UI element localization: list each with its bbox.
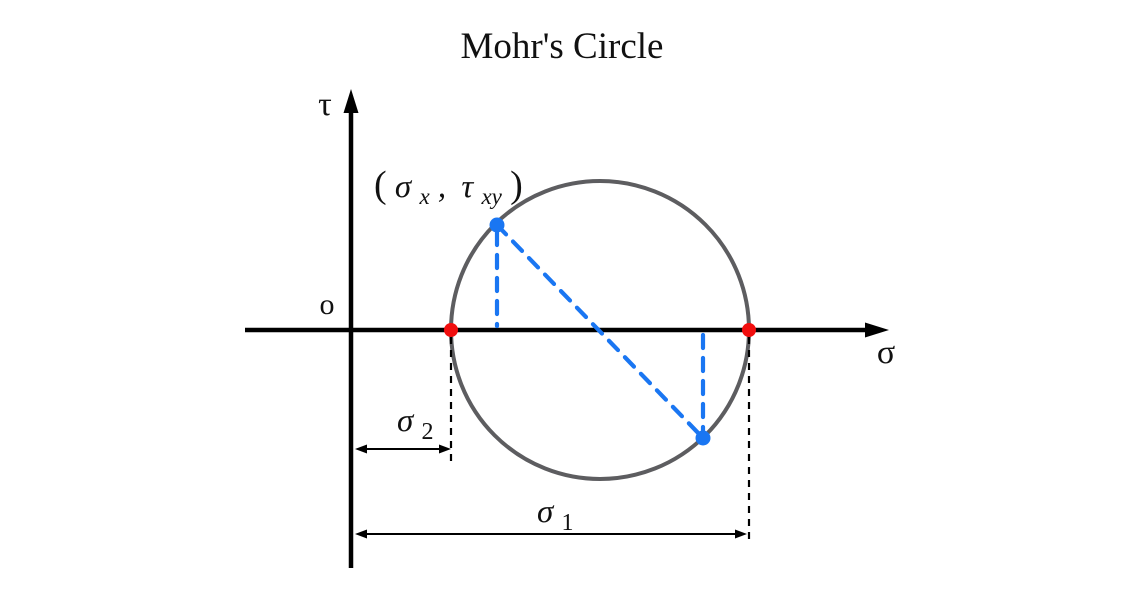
sigma-y-tau-xy-point xyxy=(695,430,711,446)
figure-title: Mohr's Circle xyxy=(461,26,664,67)
sigma2-label-base: σ xyxy=(397,403,415,439)
sigma1-label: σ 1 xyxy=(537,494,574,536)
point-label-tau-sub: xy xyxy=(480,184,502,209)
sigma1-arrowhead-left-icon xyxy=(355,529,367,539)
point-label-separator: , xyxy=(438,169,446,205)
sigma1-point xyxy=(742,323,756,337)
tau-axis-arrowhead-icon xyxy=(343,89,359,113)
point-label-sigma: σ xyxy=(395,169,413,205)
point-label-tau: τ xyxy=(461,169,474,205)
sigma2-arrowhead-left-icon xyxy=(355,444,367,454)
tau-axis-label: τ xyxy=(318,86,332,123)
point-label-close-paren: ) xyxy=(510,164,523,206)
sigma-axis-label: σ xyxy=(877,334,895,371)
sigma1-arrowhead-right-icon xyxy=(735,529,747,539)
stress-state-diameter-line xyxy=(494,222,706,441)
sigma2-label-subscript: 2 xyxy=(422,419,434,445)
sigma2-point xyxy=(444,323,458,337)
point-label-sigma-sub: x xyxy=(418,184,430,209)
sigma2-arrowhead-right-icon xyxy=(439,444,451,454)
sigma2-label: σ 2 xyxy=(397,403,434,445)
sigma1-label-base: σ xyxy=(537,494,555,530)
sigma-axis-arrowhead-icon xyxy=(865,322,889,338)
origin-label: o xyxy=(320,288,335,321)
sigma1-label-subscript: 1 xyxy=(562,510,574,536)
sigma-x-tau-xy-point xyxy=(489,217,505,233)
point-label-open-paren: ( xyxy=(374,164,387,206)
point-coordinates-label: ( σ x , τ xy ) xyxy=(374,164,523,212)
